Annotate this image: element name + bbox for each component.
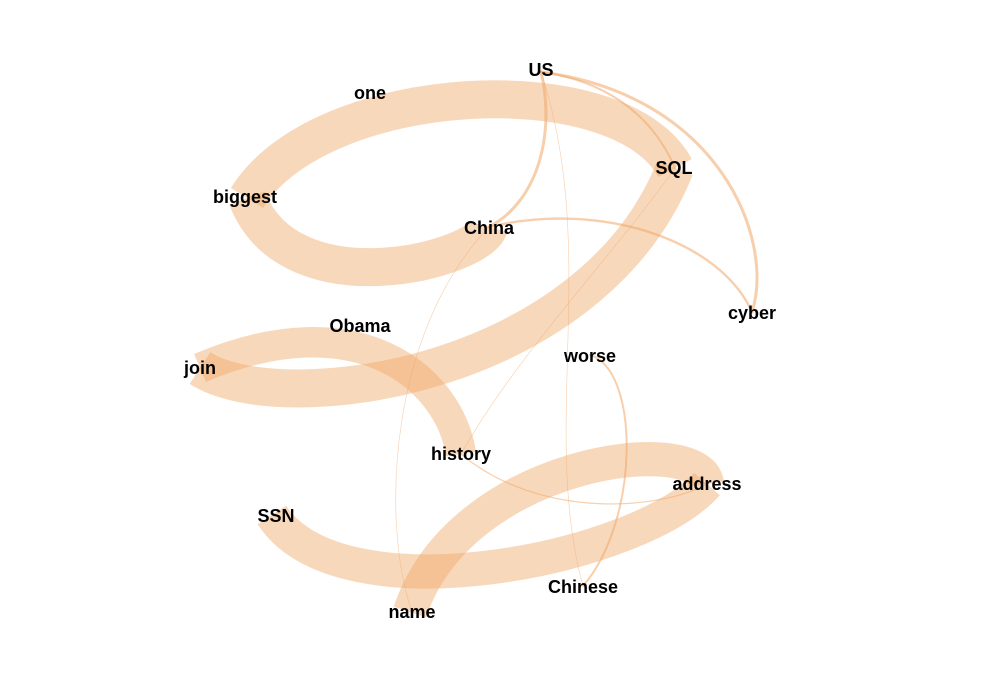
node-label-obama[interactable]: Obama (329, 316, 391, 336)
node-label-chinese[interactable]: Chinese (548, 577, 618, 597)
edge-us-china (487, 70, 548, 229)
node-label-cyber[interactable]: cyber (728, 303, 776, 323)
edge-history-address (460, 453, 708, 505)
edge-china-name (395, 226, 490, 613)
edge-sql-join (189, 160, 693, 408)
node-label-one[interactable]: one (354, 83, 386, 103)
edges-layer (189, 70, 759, 618)
node-label-address[interactable]: address (672, 474, 741, 494)
node-label-us[interactable]: US (528, 60, 553, 80)
node-label-history[interactable]: history (431, 444, 491, 464)
node-label-biggest[interactable]: biggest (213, 187, 277, 207)
edge-biggest-sql (230, 80, 692, 209)
edge-name-address (393, 442, 724, 618)
edge-biggest-china (229, 189, 508, 287)
edge-us-chinese (540, 71, 584, 587)
node-label-join[interactable]: join (183, 358, 216, 378)
edge-china-cyber (487, 217, 754, 314)
node-label-sql[interactable]: SQL (655, 158, 692, 178)
node-label-china[interactable]: China (464, 218, 515, 238)
edge-join-history (194, 327, 477, 457)
node-label-worse[interactable]: worse (563, 346, 616, 366)
edge-us-cyber (539, 70, 759, 314)
edge-worse-chinese (582, 354, 628, 587)
node-label-ssn[interactable]: SSN (257, 506, 294, 526)
edge-ssn-address (257, 472, 720, 589)
edge-history-sql (460, 167, 676, 455)
node-label-name[interactable]: name (388, 602, 435, 622)
edge-us-sql (540, 71, 676, 169)
